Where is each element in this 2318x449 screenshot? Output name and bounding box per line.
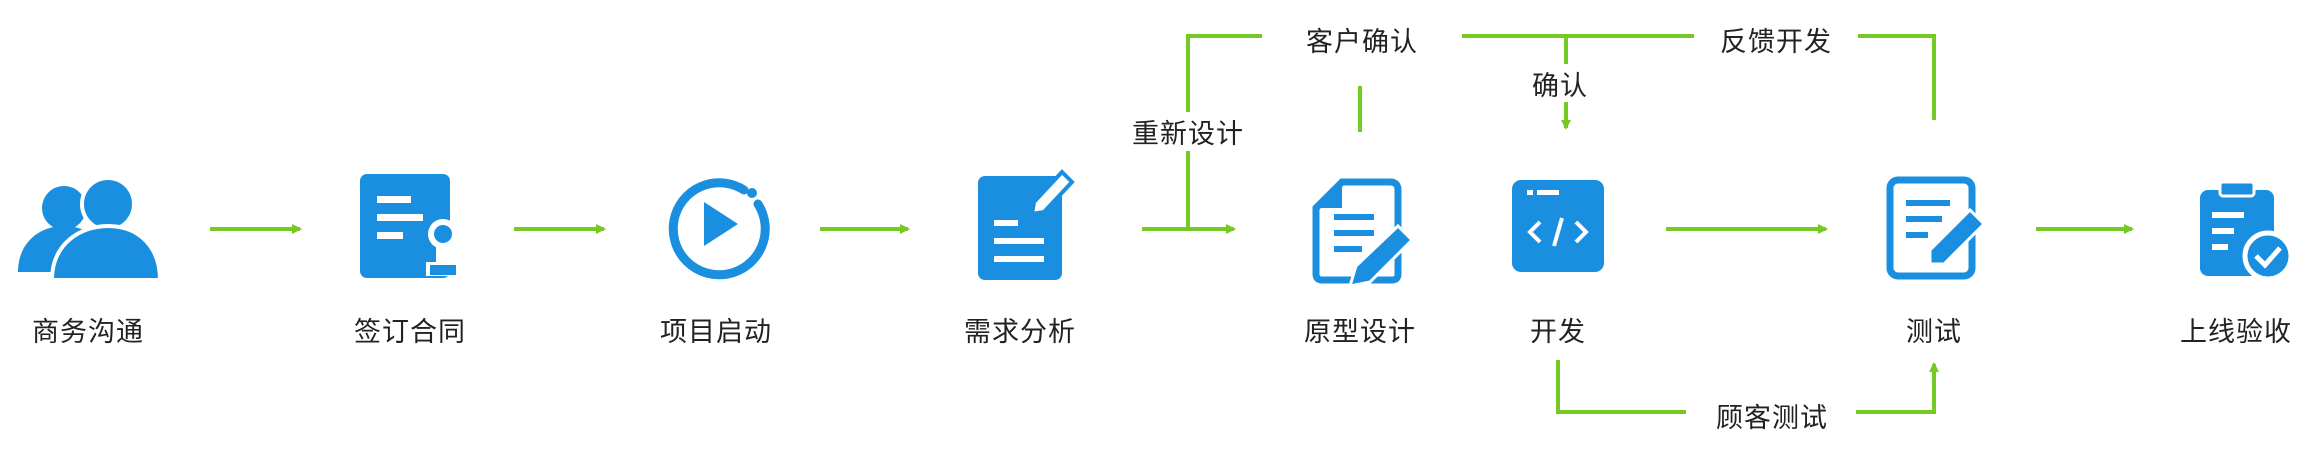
loop-label-confirm: 确认 [1532,71,1588,102]
loop-label-feedback-dev: 反馈开发 [1720,27,1832,58]
people-icon [18,176,163,282]
step-label-prototype: 原型设计 [1304,317,1416,348]
loop-label-client-confirm: 客户确认 [1306,27,1418,58]
step-label-contract: 签订合同 [354,317,466,348]
clipboard-check-icon [2200,180,2294,282]
step-label-requirements: 需求分析 [964,317,1076,348]
contract-icon [360,174,460,278]
step-label-business: 商务沟通 [32,317,144,348]
step-label-testing: 测试 [1906,317,1962,348]
step-label-kickoff: 项目启动 [660,317,772,348]
loop-label-redesign: 重新设计 [1128,112,1248,151]
play-icon [668,178,770,280]
step-label-launch: 上线验收 [2180,317,2292,348]
code-window-icon [1512,180,1604,272]
redesign-loop [1186,34,1652,229]
design-doc-icon [1312,178,1415,288]
test-edit-icon [1886,176,1987,280]
feedback-loop [1652,34,1936,120]
step-label-development: 开发 [1530,317,1586,348]
loop-label-customer-test: 顾客测试 [1716,403,1828,434]
notepad-icon [978,169,1075,280]
customer-test-loop [1556,360,1939,414]
